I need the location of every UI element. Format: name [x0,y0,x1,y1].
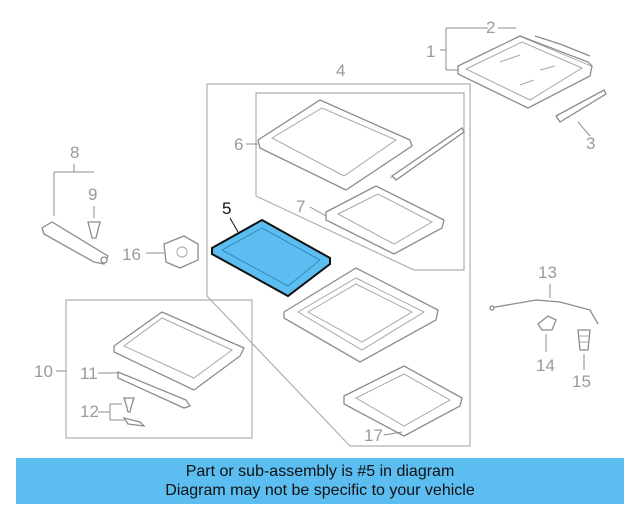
svg-text:5: 5 [222,199,231,218]
glass-panel-assembly [457,35,607,123]
svg-text:4: 4 [336,61,345,80]
callout-16: 16 [122,245,164,264]
svg-text:8: 8 [70,143,79,162]
svg-text:1: 1 [426,42,435,61]
svg-text:6: 6 [234,135,243,154]
callout-10: 10 [34,362,66,381]
callout-7: 7 [296,197,327,217]
svg-text:10: 10 [34,362,53,381]
svg-text:3: 3 [586,134,595,153]
part-5-glass-highlighted [211,218,331,298]
sub-box-6-7 [255,92,465,271]
svg-text:2: 2 [486,18,495,37]
part-9-screw [87,221,101,239]
callout-6: 6 [234,135,258,154]
callout-4: 4 [336,61,345,80]
part-13-drain-hose [489,299,599,325]
svg-text:17: 17 [364,426,383,445]
banner-line-2: Diagram may not be specific to your vehi… [165,482,475,499]
svg-text:16: 16 [122,245,141,264]
callout-13: 13 [538,263,557,298]
assembly-box-4 [206,83,471,447]
sunroof-frame [283,267,439,363]
info-banner: Part or sub-assembly is #5 in diagram Di… [16,458,624,504]
svg-text:12: 12 [80,402,99,421]
sunshade-part [113,311,245,409]
callout-2: 2 [486,18,516,37]
banner-line-1: Part or sub-assembly is #5 in diagram [185,463,455,480]
svg-text:11: 11 [80,364,98,383]
svg-text:15: 15 [572,372,591,391]
svg-text:7: 7 [296,197,305,216]
callout-15: 15 [572,354,591,391]
callout-1: 1 [426,27,488,71]
part-8-rail [41,221,109,265]
svg-text:14: 14 [536,356,555,375]
callout-17: 17 [364,426,403,445]
callout-9: 9 [88,185,97,218]
callout-12: 12 [80,402,124,421]
callout-8: 8 [53,143,94,216]
part-7-panel [325,185,445,255]
callout-5: 5 [222,199,239,233]
part-14-clip [537,315,557,331]
callout-14: 14 [536,334,555,375]
callout-3: 3 [577,121,595,153]
part-6-panel [257,99,465,191]
part-17-frame [343,365,463,437]
svg-text:9: 9 [88,185,97,204]
callout-11: 11 [80,364,118,383]
part-15-grommet [577,329,591,351]
svg-text:13: 13 [538,263,557,282]
sunshade-box-10 [65,299,253,439]
part-16-motor [163,235,199,269]
part-12-fasteners [122,397,146,427]
